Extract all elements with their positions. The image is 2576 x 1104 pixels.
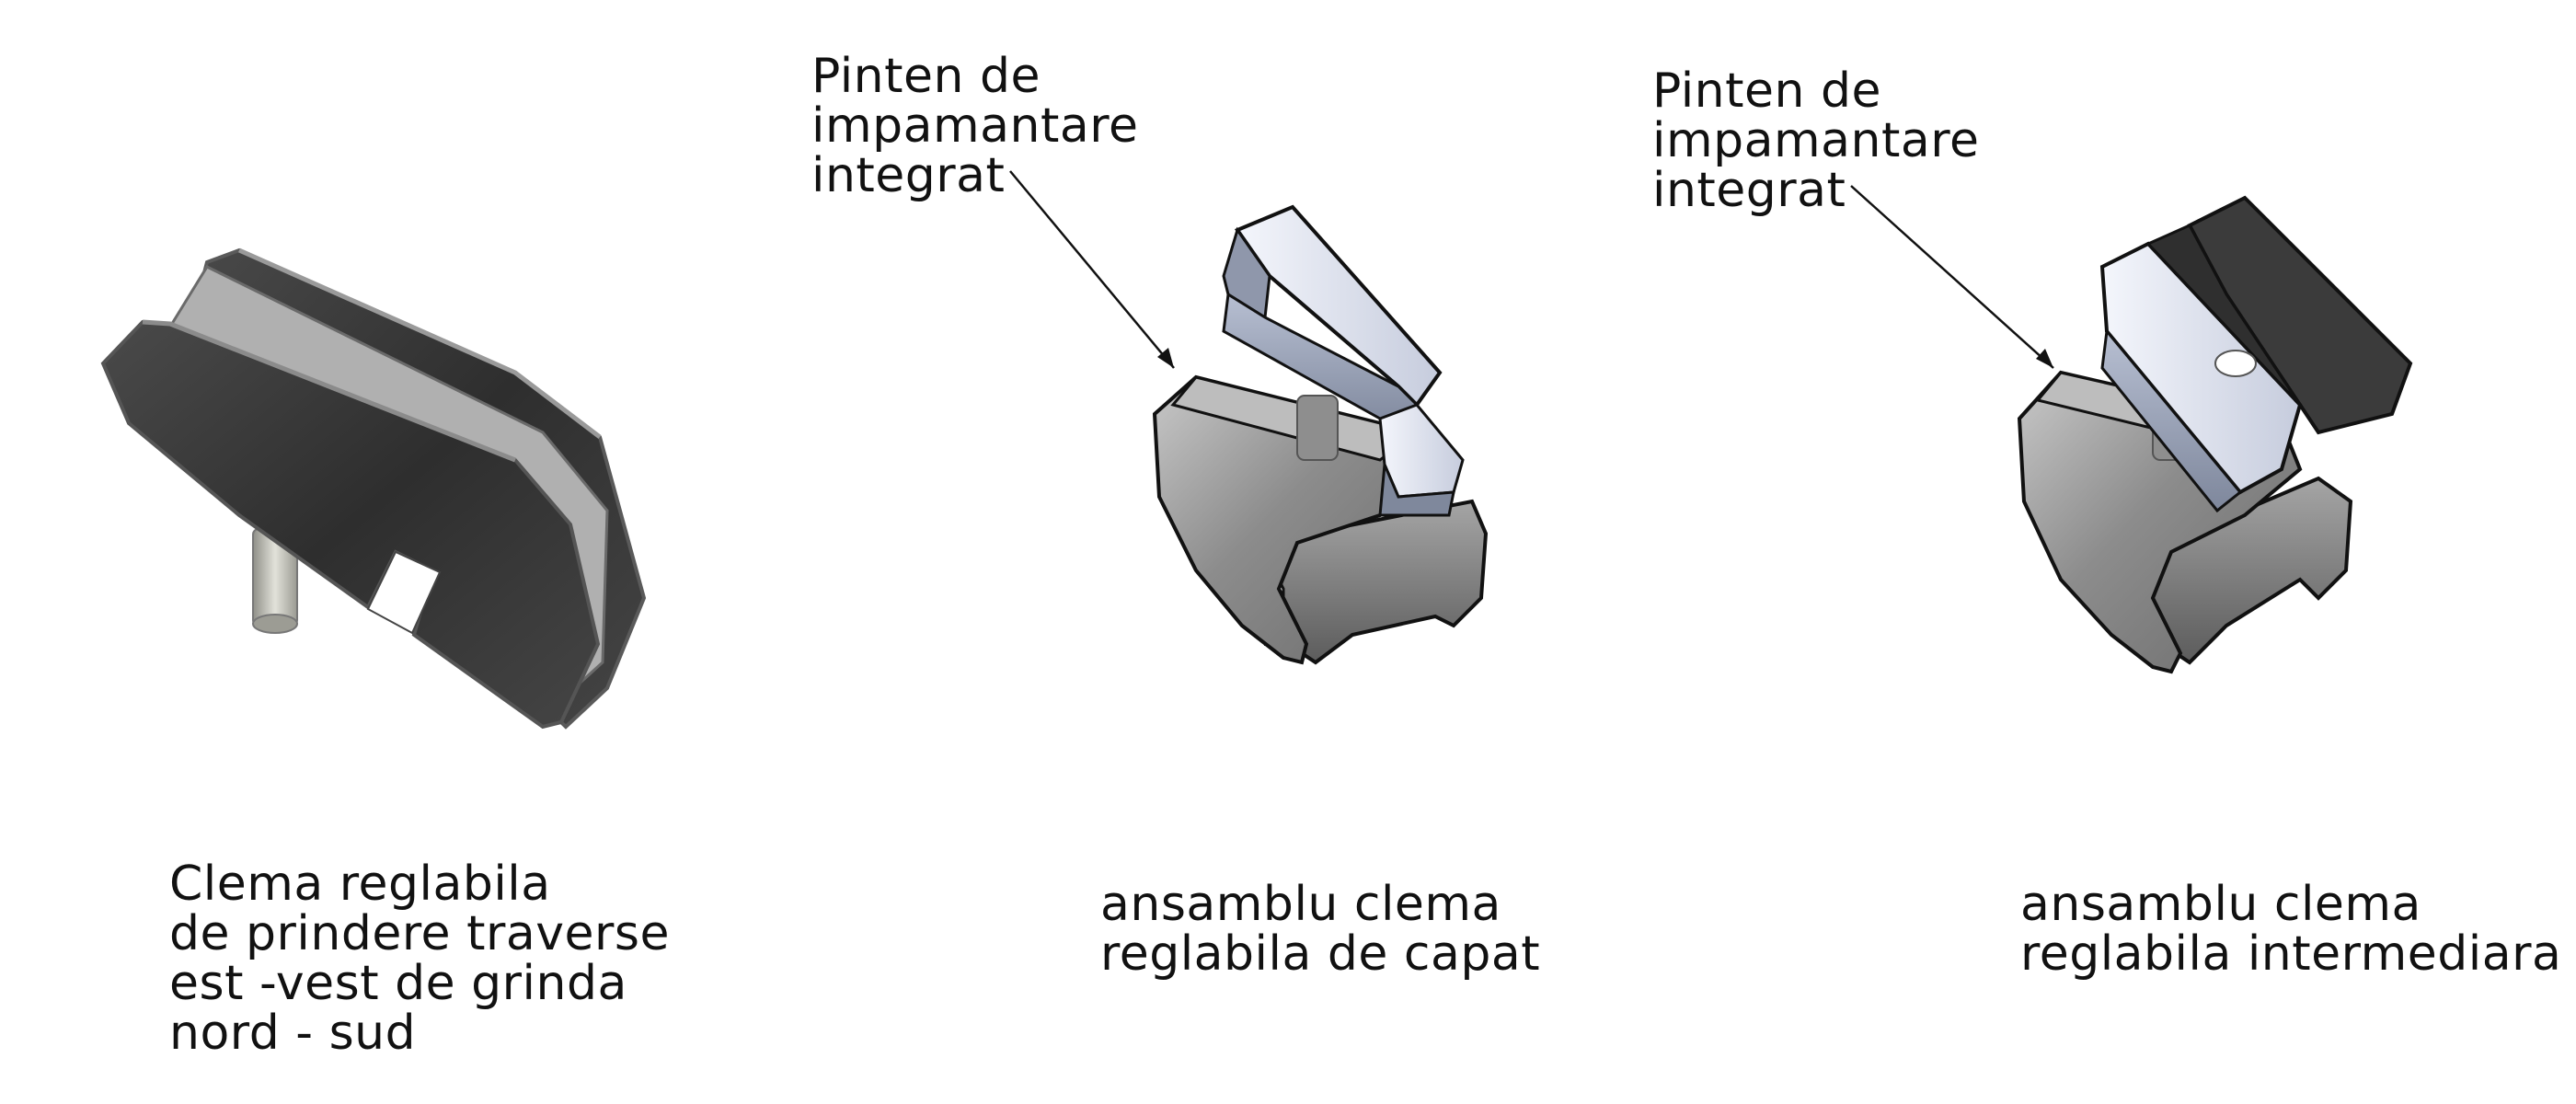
caption-line: est -vest de grinda: [169, 956, 627, 1011]
callout-leader-line: [1009, 170, 1175, 369]
clamp-edge-highlight: [237, 247, 602, 439]
caption-line: nord - sud: [169, 1006, 417, 1061]
clamp-shadow: [2145, 224, 2320, 433]
clamp-assembly-intermediate: [1850, 185, 2413, 674]
clamp-edge-highlight: [142, 319, 516, 463]
caption-line: de prindere traverse: [169, 906, 670, 961]
callout-leader-line: [1850, 185, 2054, 369]
assembly-bolt: [1296, 395, 1339, 461]
callout-arrowhead: [1157, 348, 1174, 368]
callout-line: impamantare: [1652, 113, 1980, 168]
caption-part-2: ansamblu clema reglabila de capat: [1100, 880, 1540, 979]
callout-line: integrat: [1652, 163, 1846, 218]
clamp-slot: [366, 550, 442, 635]
aluminium-foot: [1378, 464, 1455, 517]
caption-line: ansamblu clema: [2020, 877, 2421, 932]
callout-line: impamantare: [811, 98, 1139, 154]
clamp-assembly-end: [1009, 170, 1489, 665]
caption-part-3: ansamblu clema reglabila intermediara: [2020, 880, 2561, 979]
caption-part-1: Clema reglabila de prindere traverse est…: [169, 859, 670, 1058]
caption-line: reglabila de capat: [1100, 926, 1541, 982]
callout-line: integrat: [811, 148, 1006, 203]
clamp-part-1: [100, 247, 647, 730]
callout-grounding-pin-right: Pinten de impamantare integrat: [1652, 66, 1979, 215]
callout-arrowhead: [2036, 349, 2053, 368]
aluminium-clamp-edge: [2100, 328, 2243, 513]
callout-grounding-pin-left: Pinten de impamantare integrat: [811, 52, 1138, 201]
callout-line: Pinten de: [1652, 63, 1881, 119]
callout-line: Pinten de: [811, 49, 1041, 104]
caption-line: ansamblu clema: [1100, 877, 1501, 932]
bolt-end: [252, 614, 298, 634]
caption-line: Clema reglabila: [169, 857, 551, 912]
bolt-hole: [2214, 350, 2257, 377]
caption-line: reglabila intermediara: [2020, 926, 2562, 982]
seat-top-face: [1170, 375, 1420, 462]
